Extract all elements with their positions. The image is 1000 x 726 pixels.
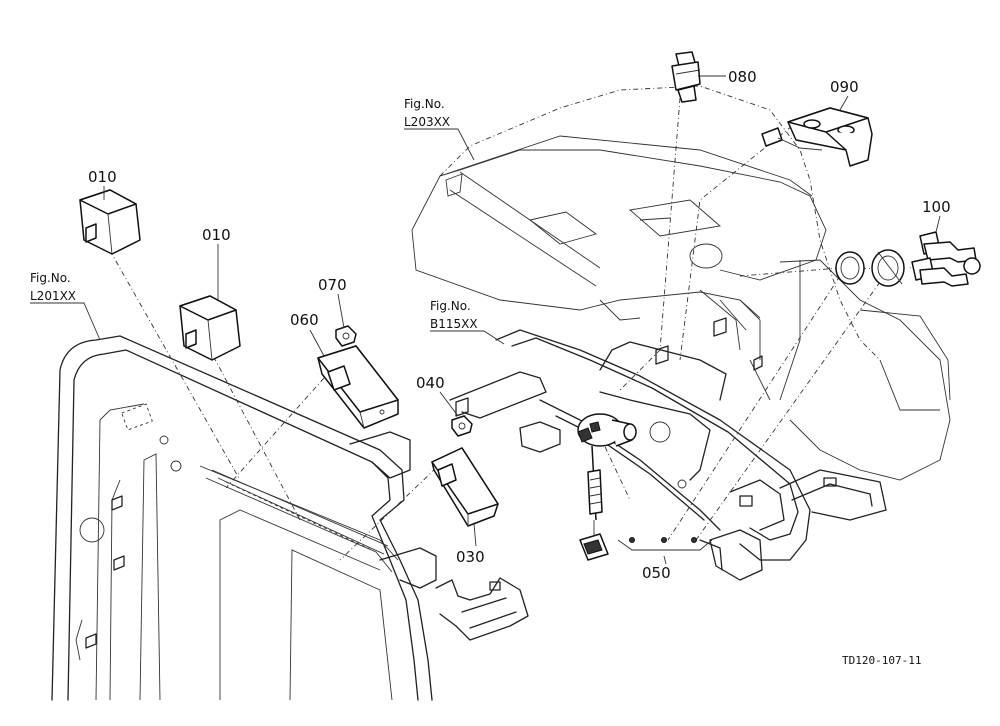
figref-l203-title: Fig.No. bbox=[404, 97, 445, 111]
keys-100[interactable] bbox=[911, 231, 981, 287]
label-070: 070 bbox=[318, 276, 347, 294]
label-080: 080 bbox=[728, 68, 757, 86]
figref-l201-code: L201XX bbox=[30, 289, 76, 303]
label-050: 050 bbox=[642, 564, 671, 582]
switch-090[interactable] bbox=[761, 107, 873, 167]
figref-l201-title: Fig.No. bbox=[30, 271, 71, 285]
ring-bezel[interactable] bbox=[871, 249, 905, 287]
drawing-code: TD120-107-11 bbox=[842, 654, 921, 667]
left-panel-frame bbox=[51, 335, 437, 701]
ring-nut[interactable] bbox=[835, 251, 865, 285]
switch-080[interactable] bbox=[671, 51, 701, 103]
label-010-upper: 010 bbox=[88, 168, 117, 186]
control-unit-060[interactable] bbox=[317, 345, 399, 429]
dash-cover bbox=[411, 85, 951, 481]
nut-070[interactable] bbox=[335, 325, 357, 347]
figref-b115-code: B115XX bbox=[430, 317, 478, 331]
figref-l203-code: L203XX bbox=[404, 115, 450, 129]
key-switch-050[interactable] bbox=[577, 413, 637, 561]
unit-030[interactable] bbox=[431, 447, 499, 527]
label-090: 090 bbox=[830, 78, 859, 96]
leader-dots bbox=[629, 537, 697, 543]
label-010-lower: 010 bbox=[202, 226, 231, 244]
leader-lines bbox=[103, 97, 931, 561]
label-060: 060 bbox=[290, 311, 319, 329]
nut-040[interactable] bbox=[451, 415, 473, 437]
figref-b115-title: Fig.No. bbox=[430, 299, 471, 313]
label-040: 040 bbox=[416, 374, 445, 392]
label-030: 030 bbox=[456, 548, 485, 566]
label-100: 100 bbox=[922, 198, 951, 216]
relay-010-upper[interactable] bbox=[79, 189, 141, 255]
central-support-frame bbox=[449, 329, 887, 581]
lower-brackets bbox=[435, 577, 529, 641]
relay-010-lower[interactable] bbox=[179, 295, 241, 361]
